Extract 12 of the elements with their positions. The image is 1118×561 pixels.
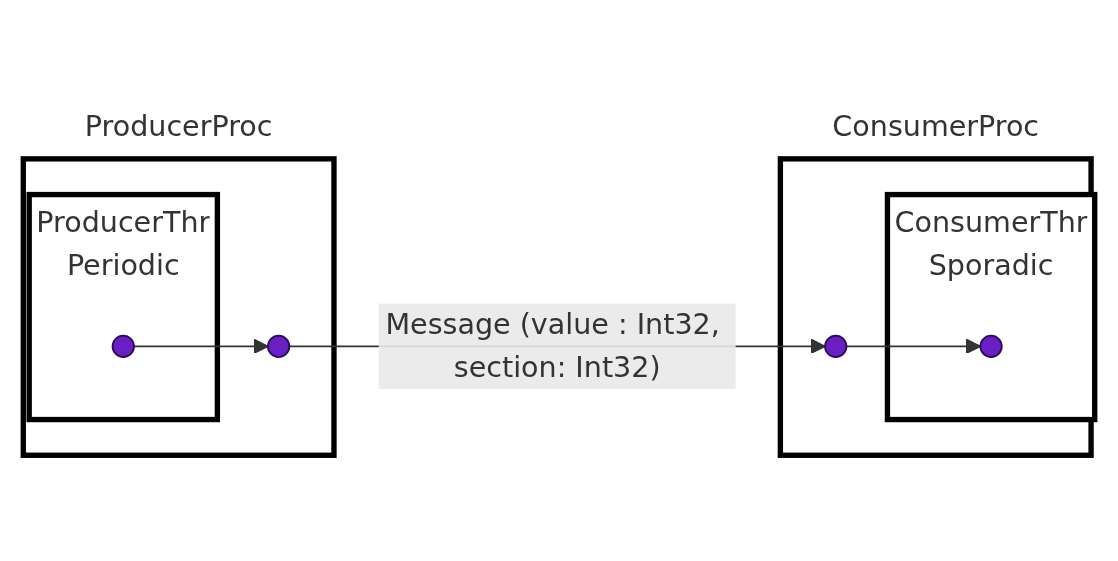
node-label: ConsumerProc	[832, 109, 1040, 143]
arrow	[133, 338, 269, 355]
node-label: ProducerProc	[84, 109, 273, 143]
cluster	[777, 156, 1094, 459]
cluster: ProducerThr Periodic	[26, 192, 221, 423]
cluster: ConsumerThr Sporadic	[884, 192, 1098, 423]
cluster	[20, 156, 337, 459]
node-circle	[824, 334, 848, 359]
edge-label: Message (value : Int32, section: Int32)	[385, 307, 720, 385]
node-circle	[267, 334, 291, 359]
node-circle	[979, 334, 1003, 359]
node-circle	[111, 334, 135, 359]
